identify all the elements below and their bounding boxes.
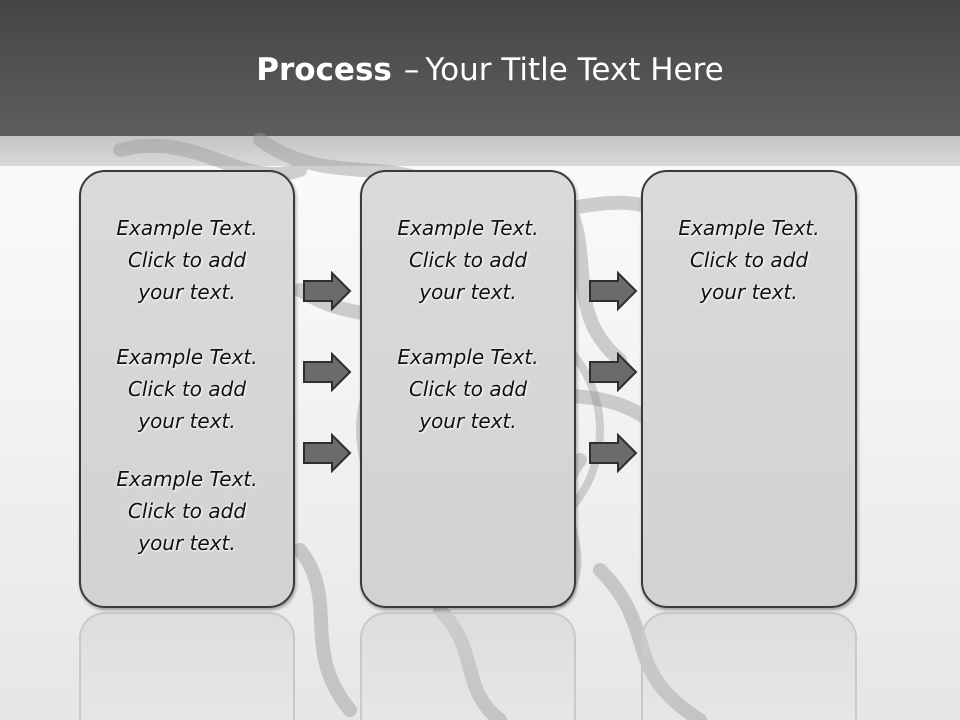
process-step-2[interactable]: Example Text. Click to add your text. Ex… [360, 170, 576, 608]
right-arrow-icon [303, 433, 352, 473]
process-step-1[interactable]: Example Text. Click to add your text. Ex… [79, 170, 295, 608]
step-1-text-1[interactable]: Example Text. Click to add your text. [81, 212, 293, 308]
box-reflection [360, 612, 576, 720]
right-arrow-icon [589, 271, 638, 311]
text-line: Click to add [689, 248, 809, 272]
step-2-text-2[interactable]: Example Text. Click to add your text. [362, 341, 574, 437]
box-reflection [79, 612, 295, 720]
title-bar-underband [0, 136, 960, 166]
text-line: Click to add [408, 377, 528, 401]
slide-title[interactable]: Process–Your Title Text Here [0, 52, 960, 88]
text-line: your text. [138, 280, 236, 304]
text-line: Example Text. [116, 467, 258, 491]
step-1-text-3[interactable]: Example Text. Click to add your text. [81, 463, 293, 559]
text-line: Example Text. [397, 345, 539, 369]
step-1-text-2[interactable]: Example Text. Click to add your text. [81, 341, 293, 437]
title-bold-part: Process [256, 52, 392, 88]
text-line: Example Text. [397, 216, 539, 240]
step-3-text-1[interactable]: Example Text. Click to add your text. [643, 212, 855, 308]
right-arrow-icon [589, 352, 638, 392]
right-arrow-icon [303, 352, 352, 392]
title-bar [0, 0, 960, 136]
box-reflection [641, 612, 857, 720]
text-line: your text. [138, 531, 236, 555]
text-line: Click to add [408, 248, 528, 272]
text-line: Click to add [127, 248, 247, 272]
text-line: Click to add [127, 499, 247, 523]
title-rest: Your Title Text Here [425, 52, 724, 88]
text-line: Example Text. [116, 216, 258, 240]
text-line: your text. [419, 280, 517, 304]
text-line: Click to add [127, 377, 247, 401]
text-line: your text. [138, 409, 236, 433]
text-line: Example Text. [678, 216, 820, 240]
text-line: Example Text. [116, 345, 258, 369]
text-line: your text. [700, 280, 798, 304]
text-line: your text. [419, 409, 517, 433]
title-separator: – [403, 52, 420, 88]
right-arrow-icon [589, 433, 638, 473]
step-2-text-1[interactable]: Example Text. Click to add your text. [362, 212, 574, 308]
right-arrow-icon [303, 271, 352, 311]
process-step-3[interactable]: Example Text. Click to add your text. [641, 170, 857, 608]
